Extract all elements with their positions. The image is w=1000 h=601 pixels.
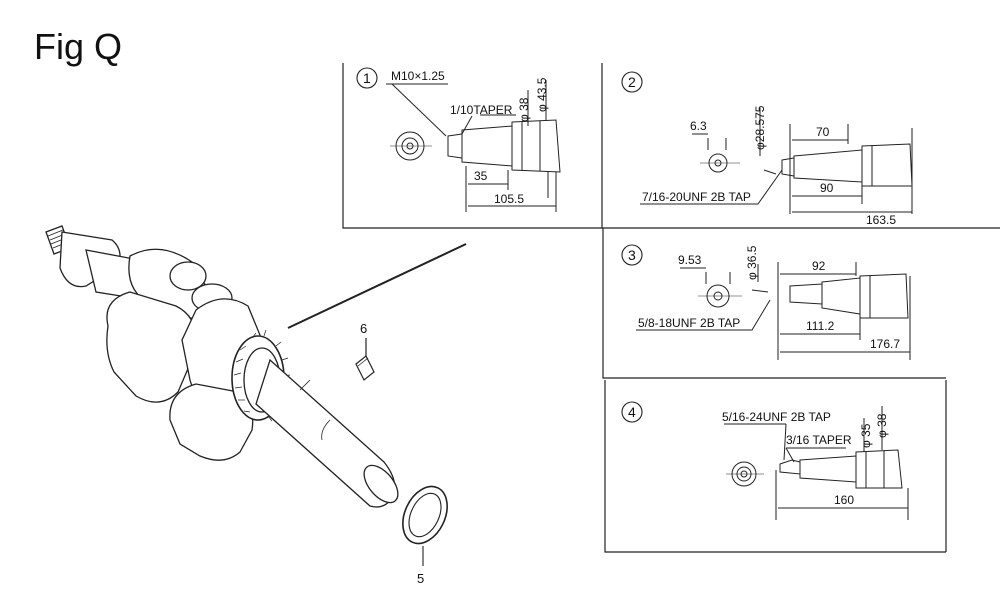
panel-4: 4 5/16-24UNF 2B TAP 3/16 TAPER φ 35 φ 38… <box>621 401 909 520</box>
panel-2-dia: φ28.575 <box>753 105 767 150</box>
leader-line <box>287 243 467 329</box>
panel-4-tap: 5/16-24UNF 2B TAP <box>722 410 831 424</box>
panel-2-number: 2 <box>628 74 636 90</box>
panel-3: 3 9.53 φ 36.5 92 111.2 5/8-18 <box>621 244 911 360</box>
panel-1-len-total: 105.5 <box>494 192 524 206</box>
panel-3-number: 3 <box>628 247 636 263</box>
washer-part-number: 5 <box>417 571 424 586</box>
panel-4-taper: 3/16 TAPER <box>786 433 852 447</box>
panel-2-hole: 6.3 <box>690 119 707 133</box>
panel-1-thread: M10×1.25 <box>391 69 445 83</box>
panel-3-dia: φ 36.5 <box>745 245 759 280</box>
panel-3-len1: 92 <box>812 259 826 273</box>
panel-1-d2: φ 43.5 <box>535 77 549 112</box>
panel-2: 2 6.3 φ28.575 70 90 7/16-20UN <box>621 71 913 227</box>
panel-1-circle <box>356 67 378 89</box>
crankshaft-illustration <box>45 225 399 508</box>
panel-4-d1: φ 35 <box>859 423 873 448</box>
panel-4-d2: φ 38 <box>875 413 889 438</box>
figure-title: Fig Q <box>34 26 123 67</box>
panel-1-len-short: 35 <box>474 169 488 183</box>
panel-1-taper: 1/10TAPER <box>450 103 513 117</box>
panel-1-d1: φ 38 <box>517 97 531 122</box>
panel-3-len-total: 176.7 <box>870 337 900 351</box>
key-part <box>355 338 375 381</box>
panel-3-hole: 9.53 <box>678 253 702 267</box>
panel-2-len2: 90 <box>820 181 834 195</box>
panel-4-number: 4 <box>628 404 636 420</box>
panel-4-len-total: 160 <box>834 493 854 507</box>
washer-part <box>402 485 448 566</box>
key-part-number: 6 <box>360 321 367 336</box>
panel-3-len2: 111.2 <box>806 319 835 333</box>
panel-2-len1: 70 <box>816 125 830 139</box>
panel-1: 1 M10×1.25 1/10TAPER <box>356 67 561 212</box>
panel-1-number: 1 <box>363 70 371 86</box>
panel-2-tap: 7/16-20UNF 2B TAP <box>642 190 751 204</box>
panel-2-len-total: 163.5 <box>866 213 896 227</box>
panel-3-tap: 5/8-18UNF 2B TAP <box>638 316 740 330</box>
panel-frames <box>342 63 1000 553</box>
